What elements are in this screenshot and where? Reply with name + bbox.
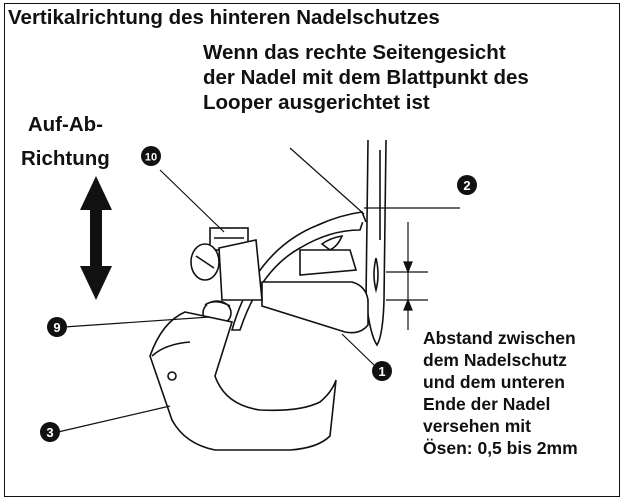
alignment-note: Wenn das rechte Seitengesicht der Nadel … [203, 40, 529, 115]
svg-text:9: 9 [53, 320, 60, 335]
gap-note-line: und dem unteren [423, 372, 565, 392]
gap-note-line: Ende der Nadel [423, 394, 551, 414]
callout-leaders [57, 169, 375, 433]
gap-note-line: Ösen: 0,5 bis 2mm [423, 438, 578, 458]
screw-10 [190, 227, 263, 301]
callout-10: 10 [141, 146, 161, 166]
needle [365, 139, 387, 347]
gap-note-line: Abstand zwischen [423, 328, 576, 348]
diagram-title: Vertikalrichtung des hinteren Nadelschut… [8, 6, 440, 29]
up-down-arrow-icon [80, 176, 112, 300]
gap-dimension [386, 222, 428, 330]
direction-label-line: Auf-Ab- [27, 113, 103, 136]
alignment-leaders [289, 147, 460, 215]
direction-label: Auf-Ab- Richtung [21, 108, 110, 176]
alignment-note-line: Looper ausgerichtet ist [203, 91, 430, 114]
gap-note: Abstand zwischen dem Nadelschutz und dem… [423, 327, 578, 459]
alignment-note-line: der Nadel mit dem Blattpunkt des [203, 66, 529, 89]
rear-needle-guard [261, 249, 369, 334]
callout-1: 1 [372, 361, 392, 381]
bracket-3 [149, 311, 337, 451]
gap-note-line: versehen mit [423, 416, 531, 436]
svg-text:10: 10 [145, 152, 157, 164]
alignment-note-line: Wenn das rechte Seitengesicht [203, 41, 506, 64]
callout-9: 9 [47, 317, 67, 337]
svg-text:2: 2 [463, 178, 470, 193]
svg-text:1: 1 [378, 364, 385, 379]
callout-2: 2 [457, 175, 477, 195]
direction-label-line: Richtung [21, 147, 110, 170]
gap-note-line: dem Nadelschutz [423, 350, 567, 370]
svg-text:3: 3 [46, 425, 53, 440]
callout-3: 3 [40, 422, 60, 442]
